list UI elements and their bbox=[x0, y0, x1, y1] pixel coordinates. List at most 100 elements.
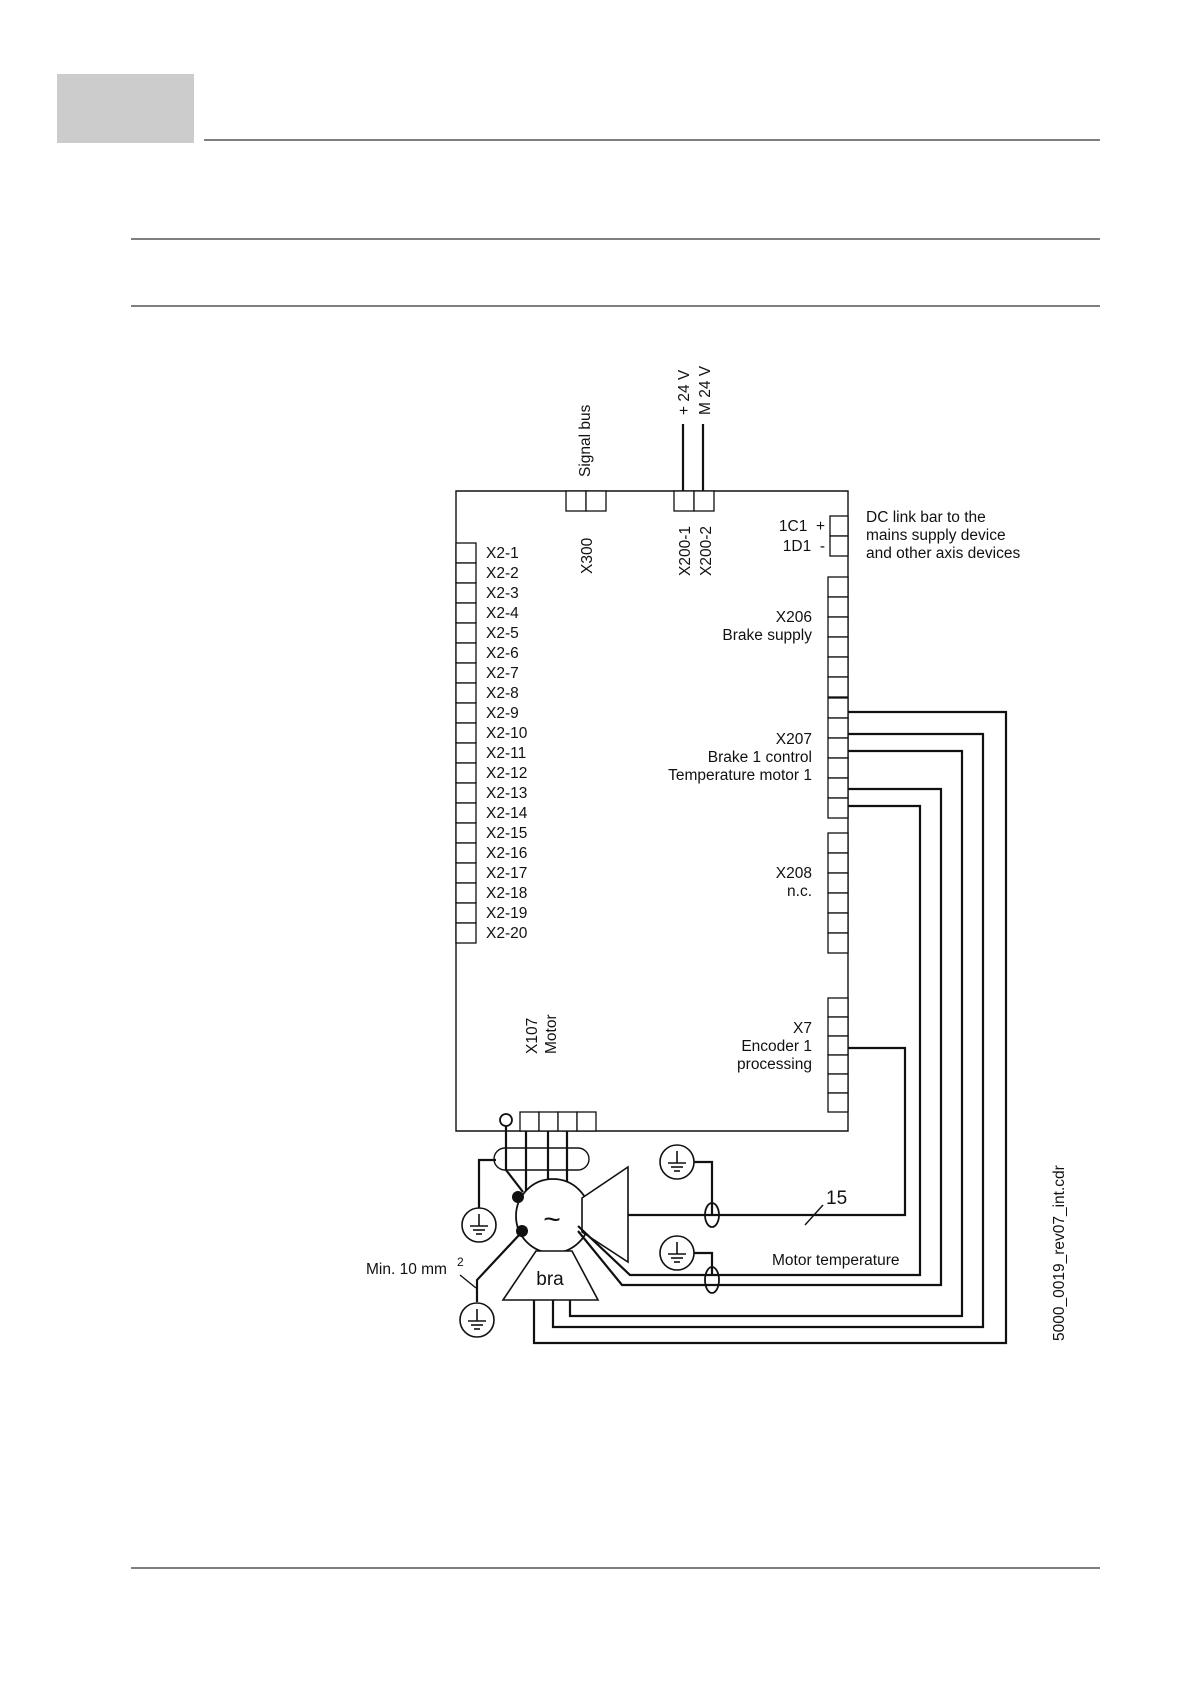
x2-terminal-box bbox=[455, 882, 477, 904]
x107-label: X107 bbox=[524, 1018, 541, 1054]
cable-shield bbox=[493, 1147, 590, 1171]
x7-pin-box bbox=[827, 1092, 849, 1113]
encoder-cable bbox=[628, 1046, 907, 1217]
x208-pin-box bbox=[827, 852, 849, 874]
x208-desc: n.c. bbox=[787, 883, 812, 900]
ground-icon bbox=[659, 1144, 695, 1180]
x206-pin-box bbox=[827, 596, 849, 618]
x2-terminal-label: X2-2 bbox=[486, 565, 519, 582]
motor-symbol-tilde: ~ bbox=[543, 1203, 561, 1236]
x2-terminal-label: X2-6 bbox=[486, 645, 519, 662]
brake-cable-3 bbox=[532, 710, 1008, 1345]
ground-icon bbox=[659, 1235, 695, 1271]
x2-terminal-label: X2-18 bbox=[486, 885, 527, 902]
pe-terminal bbox=[499, 1113, 513, 1127]
x208-name: X208 bbox=[776, 865, 812, 882]
x7-desc-1: Encoder 1 bbox=[741, 1038, 812, 1055]
x7-pin-box bbox=[827, 1016, 849, 1037]
x206-pin-box bbox=[827, 576, 849, 598]
x2-terminal-label: X2-15 bbox=[486, 825, 527, 842]
x2-terminal-label: X2-13 bbox=[486, 785, 527, 802]
temp-shield-ground bbox=[694, 1251, 714, 1275]
x200-1-label: X200-1 bbox=[677, 526, 694, 576]
dc-link-desc-3: and other axis devices bbox=[866, 545, 1020, 562]
x2-terminal-label: X2-20 bbox=[486, 925, 528, 942]
encoder-cable-ferrite bbox=[704, 1202, 720, 1228]
dc-link-desc-2: mains supply device bbox=[866, 527, 1006, 544]
brake-cable-1 bbox=[568, 749, 964, 1318]
x7-pin-box bbox=[827, 1035, 849, 1056]
brake-symbol bbox=[501, 1250, 600, 1301]
header-tab bbox=[57, 74, 194, 143]
dc-link-connector bbox=[829, 515, 849, 557]
cable-number-label: 15 bbox=[826, 1188, 847, 1209]
signal-bus-label: Signal bus bbox=[577, 404, 594, 477]
x207-pin-box bbox=[827, 717, 849, 739]
file-reference: 5000_0019_rev07_int.cdr bbox=[1051, 1165, 1068, 1341]
cross-section-superscript: 2 bbox=[457, 1255, 464, 1269]
x2-terminal-label: X2-10 bbox=[486, 725, 528, 742]
ground-wire-shield bbox=[477, 1158, 496, 1208]
x2-terminal-label: X2-9 bbox=[486, 705, 519, 722]
dc-link-desc-1: DC link bar to the bbox=[866, 509, 986, 526]
x206-pin-box bbox=[827, 676, 849, 698]
x7-name: X7 bbox=[793, 1020, 812, 1037]
cross-section-leader bbox=[459, 1274, 477, 1289]
motor-wire-pe bbox=[504, 1126, 524, 1193]
x107-motor-label: Motor bbox=[543, 1014, 560, 1054]
x7-connector bbox=[827, 997, 849, 1113]
x207-pin-box bbox=[827, 697, 849, 719]
x2-terminal-label: X2-16 bbox=[486, 845, 527, 862]
x207-desc-1: Brake 1 control bbox=[708, 749, 812, 766]
x2-terminal-label: X2-7 bbox=[486, 665, 519, 682]
x206-pin-box bbox=[827, 636, 849, 658]
cable-number-leader bbox=[804, 1204, 824, 1226]
x7-desc-2: processing bbox=[737, 1056, 812, 1073]
x2-terminal-box bbox=[455, 562, 477, 584]
x2-terminal-box bbox=[455, 642, 477, 664]
x2-terminal-label: X2-3 bbox=[486, 585, 519, 602]
temp-cable-1 bbox=[577, 804, 922, 1277]
x2-terminal-label: X2-14 bbox=[486, 805, 528, 822]
temp-cable-2 bbox=[577, 787, 943, 1287]
brake-cable-2 bbox=[551, 732, 985, 1329]
x206-name: X206 bbox=[776, 609, 812, 626]
x208-pin-box bbox=[827, 912, 849, 934]
x2-terminal-box bbox=[455, 582, 477, 604]
brake-label: bra bbox=[536, 1269, 564, 1290]
x207-pin-box bbox=[827, 797, 849, 819]
x2-terminal-label: X2-19 bbox=[486, 905, 527, 922]
encoder-shield-ground bbox=[694, 1160, 714, 1215]
x208-pin-box bbox=[827, 892, 849, 914]
x2-terminal-label: X2-8 bbox=[486, 685, 519, 702]
x200-connector bbox=[673, 490, 715, 512]
x2-terminal-label: X2-5 bbox=[486, 625, 519, 642]
x2-terminal-label: X2-17 bbox=[486, 865, 527, 882]
x206-connector bbox=[827, 576, 849, 698]
x2-terminal-box bbox=[455, 622, 477, 644]
x2-terminal-box bbox=[455, 902, 477, 924]
x207-desc-2: Temperature motor 1 bbox=[668, 767, 812, 784]
x2-terminal-box bbox=[455, 862, 477, 884]
ground-icon bbox=[459, 1302, 495, 1338]
x206-pin-box bbox=[827, 616, 849, 638]
x2-terminal-box bbox=[455, 802, 477, 824]
x2-terminal-box bbox=[455, 762, 477, 784]
x2-terminal-label: X2-1 bbox=[486, 545, 519, 562]
supply-label-24v: + 24 V bbox=[676, 369, 693, 415]
x206-desc: Brake supply bbox=[722, 627, 812, 644]
x208-pin-box bbox=[827, 872, 849, 894]
x208-connector bbox=[827, 832, 849, 954]
x2-terminal-box bbox=[455, 922, 477, 944]
supply-label-m24v: M 24 V bbox=[697, 365, 714, 415]
x2-terminal-label: X2-4 bbox=[486, 605, 519, 622]
min-cross-section-label: Min. 10 mm bbox=[366, 1261, 447, 1278]
x207-pin-box bbox=[827, 757, 849, 779]
temp-cable-ferrite bbox=[704, 1266, 720, 1294]
x107-connector bbox=[519, 1111, 597, 1132]
x7-pin-box bbox=[827, 997, 849, 1018]
x2-terminal-strip: X2-1X2-2X2-3X2-4X2-5X2-6X2-7X2-8X2-9X2-1… bbox=[455, 542, 528, 944]
x300-connector bbox=[565, 490, 607, 512]
x2-terminal-box bbox=[455, 842, 477, 864]
